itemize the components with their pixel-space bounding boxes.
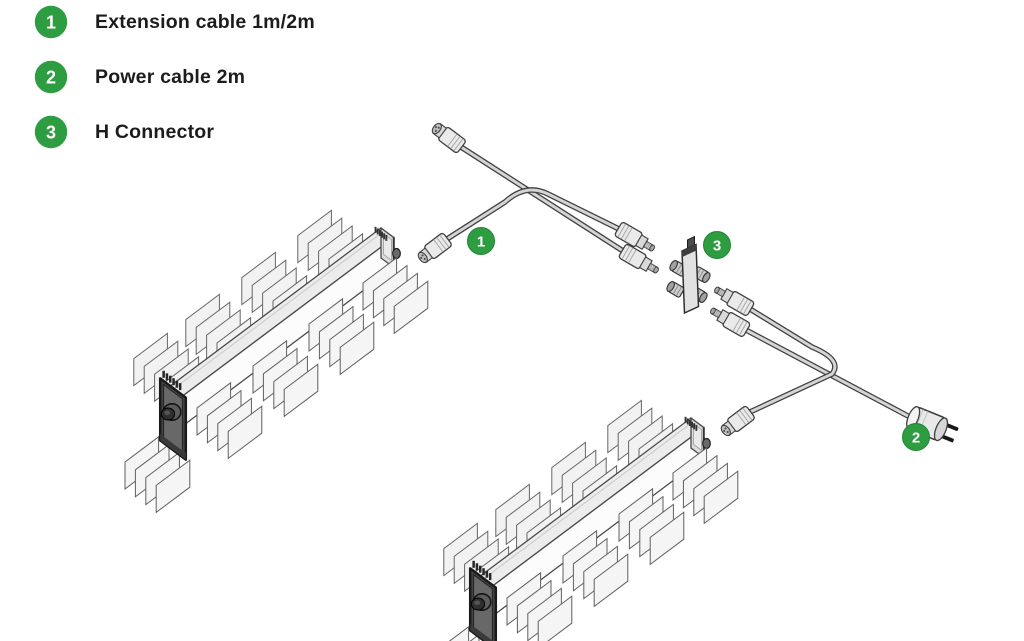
light-bar-bottom-right bbox=[435, 400, 738, 641]
legend-number-2: 2 bbox=[46, 67, 56, 87]
h-connector-drawing bbox=[664, 235, 713, 315]
marker-power-cable-badge: 2 bbox=[902, 423, 930, 451]
extension-bar-connector bbox=[414, 231, 454, 267]
legend-label-h-connector: H Connector bbox=[95, 120, 215, 143]
legend-label-extension-cable: Extension cable 1m/2m bbox=[95, 10, 315, 33]
legend-item-power-cable: 2 Power cable 2m bbox=[34, 60, 315, 94]
diagram-markers: 1 3 2 bbox=[467, 227, 930, 451]
legend-item-extension-cable: 1 Extension cable 1m/2m bbox=[34, 5, 315, 39]
power-bar-connector bbox=[717, 404, 757, 440]
legend-label-power-cable: Power cable 2m bbox=[95, 65, 246, 88]
legend-badge-1-icon: 1 bbox=[34, 5, 68, 39]
legend-item-h-connector: 3 H Connector bbox=[34, 115, 315, 149]
marker-power-cable-number: 2 bbox=[912, 429, 920, 446]
marker-extension-cable-number: 1 bbox=[477, 233, 485, 250]
extension-cable-drawing bbox=[414, 119, 663, 279]
marker-h-connector-number: 3 bbox=[713, 237, 721, 254]
legend-number-3: 3 bbox=[46, 122, 56, 142]
marker-h-connector-badge: 3 bbox=[703, 231, 731, 259]
marker-extension-cable-badge: 1 bbox=[467, 227, 495, 255]
extension-free-connector bbox=[428, 119, 468, 155]
legend-badge-3-icon: 3 bbox=[34, 115, 68, 149]
power-cable-drawing bbox=[706, 281, 962, 448]
legend-number-1: 1 bbox=[46, 12, 56, 32]
extension-h-connector-plug-lower bbox=[617, 242, 663, 279]
legend: 1 Extension cable 1m/2m 2 Power cable 2m… bbox=[34, 5, 315, 149]
light-bar-top-left bbox=[125, 210, 428, 512]
legend-badge-2-icon: 2 bbox=[34, 60, 68, 94]
